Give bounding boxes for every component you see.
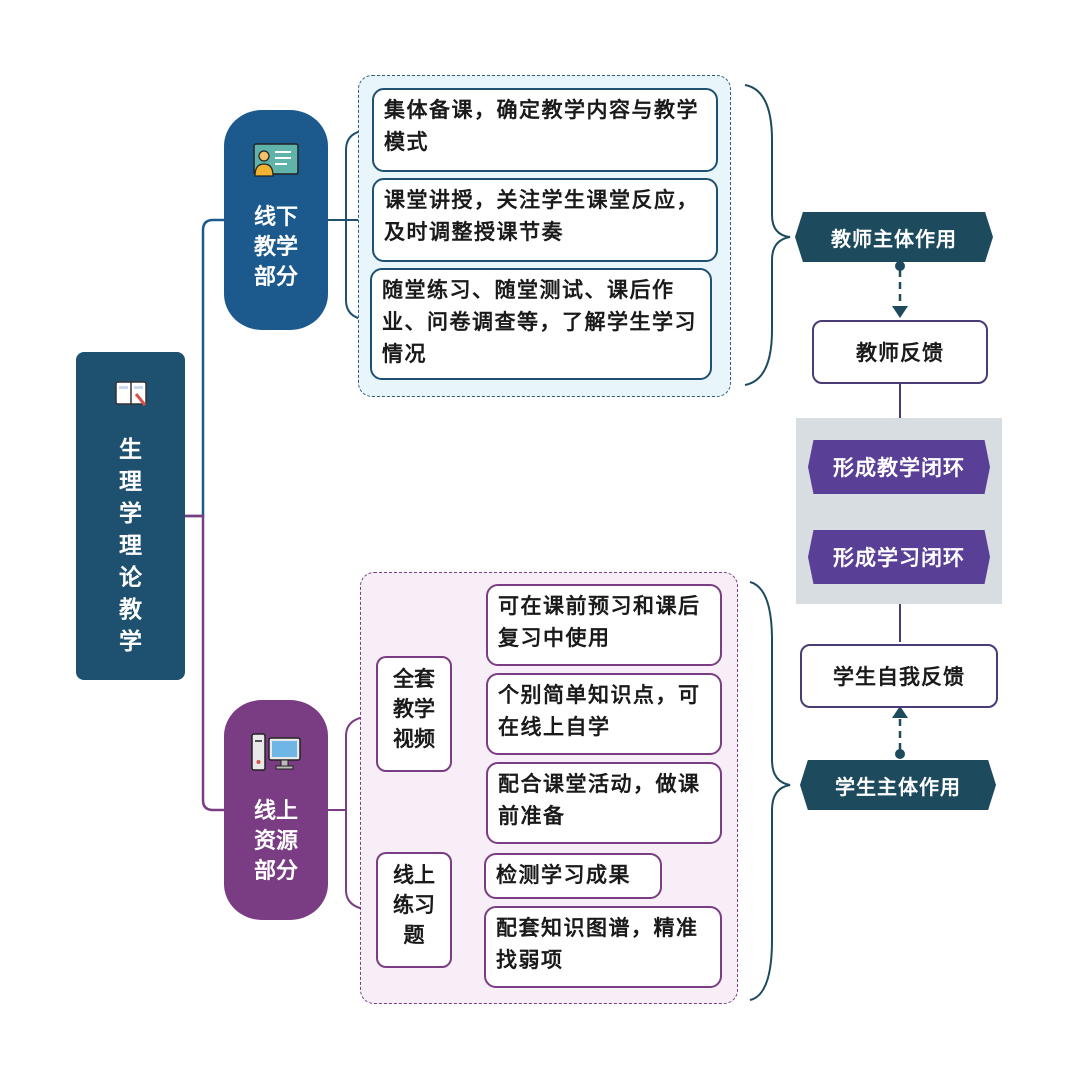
online-group-title: 线上练习题	[376, 852, 452, 968]
root-node: 生理学理论教学	[76, 352, 185, 680]
online-title: 线上资源部分	[253, 799, 298, 884]
offline-item: 集体备课，确定教学内容与教学模式	[372, 88, 718, 172]
book-icon	[114, 378, 148, 412]
offline-item: 随堂练习、随堂测试、课后作业、问卷调查等，了解学生学习情况	[370, 268, 712, 380]
online-item: 个别简单知识点，可在线上自学	[486, 673, 722, 755]
student-feedback-box: 学生自我反馈	[800, 644, 998, 708]
offline-title: 线下教学部分	[253, 205, 298, 290]
teacher-board-icon	[251, 142, 301, 189]
offline-branch: 线下教学部分	[224, 110, 328, 330]
offline-item: 课堂讲授，关注学生课堂反应，及时调整授课节奏	[372, 178, 718, 262]
root-title: 生理学理论教学	[119, 437, 142, 655]
online-item: 配套知识图谱，精准找弱项	[484, 906, 722, 988]
computer-icon	[250, 732, 302, 783]
online-item: 配合课堂活动，做课前准备	[486, 762, 722, 844]
teacher-feedback-box: 教师反馈	[812, 320, 988, 384]
online-branch: 线上资源部分	[224, 700, 328, 920]
online-group-title: 全套教学视频	[376, 656, 452, 772]
learning-loop: 形成学习闭环	[808, 530, 990, 584]
online-item: 可在课前预习和课后复习中使用	[486, 584, 722, 666]
student-role-tag: 学生主体作用	[800, 760, 996, 810]
teaching-loop: 形成教学闭环	[808, 440, 990, 494]
teacher-role-tag: 教师主体作用	[795, 212, 993, 262]
online-item: 检测学习成果	[484, 853, 662, 899]
